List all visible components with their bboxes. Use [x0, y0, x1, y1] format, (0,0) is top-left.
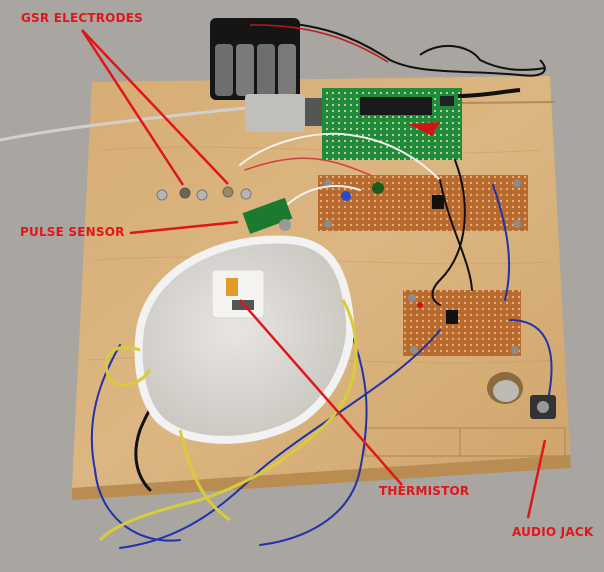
db9-connector: [245, 94, 305, 132]
audio-jack: [530, 395, 556, 419]
annotation-lines: [80, 29, 547, 519]
annotation-thermistor: THERMISTOR: [379, 484, 470, 498]
perfboard-upper: [318, 175, 528, 231]
microcontroller-board: [322, 88, 462, 160]
pulse-sensor: [242, 197, 293, 234]
serial-cable: [0, 106, 246, 142]
mask-straps: [98, 299, 358, 542]
ic-lower: [446, 310, 458, 324]
mcu-chip: [360, 97, 432, 115]
respirator-mask: [134, 235, 355, 444]
board-edge: [72, 455, 571, 500]
battery-pack: [210, 18, 300, 100]
perfboard-lower: [403, 290, 521, 356]
annotation-pulse-sensor: PULSE SENSOR: [20, 225, 125, 239]
gsr-electrodes: [156, 186, 252, 201]
wires: [90, 132, 553, 549]
annotation-gsr-electrodes: GSR ELECTRODES: [21, 11, 143, 25]
ic-upper: [432, 195, 444, 209]
annotation-audio-jack: AUDIO JACK: [512, 525, 594, 539]
